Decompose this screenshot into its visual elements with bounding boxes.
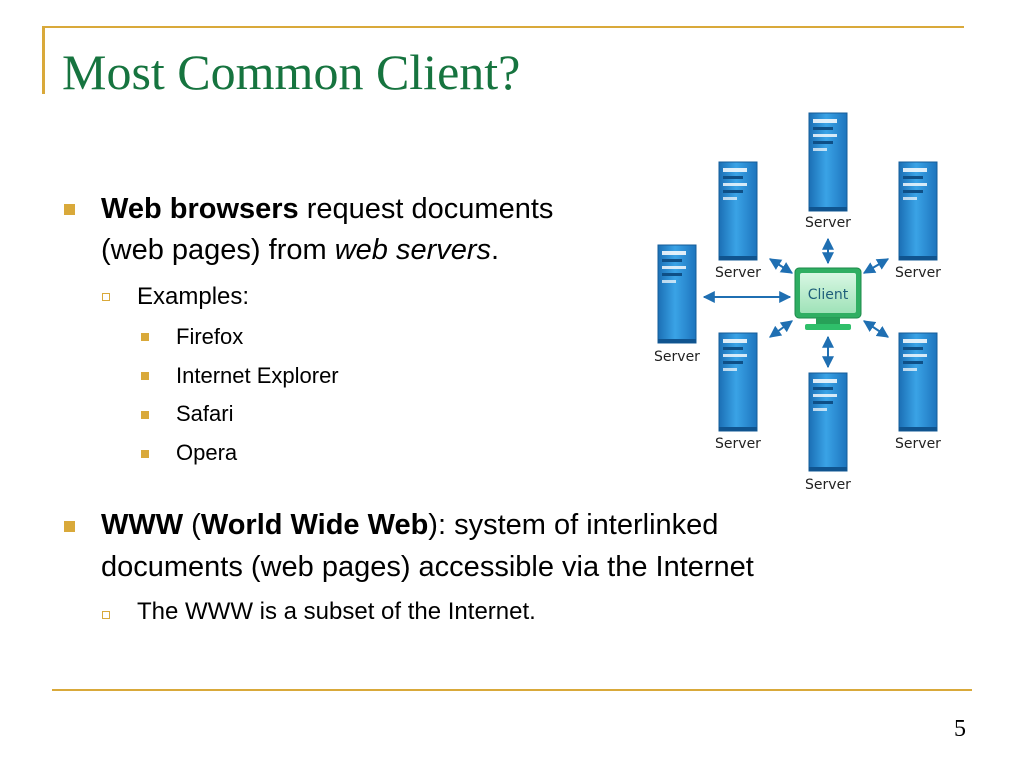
- sub-bullet-hollow-square: [102, 293, 110, 301]
- web-browsers-text-2: (web pages) from: [101, 234, 335, 266]
- example-item: Firefox: [176, 324, 244, 349]
- server-label: Server: [654, 349, 700, 365]
- title-frame-vertical: [42, 26, 45, 94]
- client-monitor-icon: [794, 267, 862, 330]
- sub-bullet-hollow-square: [102, 611, 110, 619]
- sub-sub-bullet: [141, 450, 149, 458]
- server-icon: [718, 161, 758, 261]
- world-wide-web-bold: World Wide Web: [200, 509, 429, 541]
- server-icon: [808, 372, 848, 472]
- examples-label: Examples:: [137, 283, 250, 310]
- web-servers-italic: web servers: [334, 234, 492, 266]
- www-text-1: (: [183, 509, 201, 541]
- www-subset-note: The WWW is a subset of the Internet.: [137, 598, 536, 625]
- server-label: Server: [805, 477, 851, 493]
- bullet-web-browsers-line2: (web pages) from web servers.: [101, 231, 499, 269]
- web-browsers-text-3: .: [491, 234, 500, 266]
- sub-sub-bullet: [141, 372, 149, 380]
- server-icon: [898, 332, 938, 432]
- connection-arrows: [702, 237, 890, 369]
- client-server-diagram: Server Server Server Server Server Serve…: [654, 112, 941, 493]
- footer-rule: [52, 689, 972, 691]
- sub-sub-bullet: [141, 411, 149, 419]
- server-icon: [657, 244, 697, 344]
- slide-title: Most Common Client?: [62, 44, 521, 100]
- example-item: Safari: [176, 401, 234, 426]
- www-bold: WWW: [101, 509, 184, 541]
- server-label: Server: [715, 436, 761, 452]
- bullet-www-line2: documents (web pages) accessible via the…: [101, 551, 754, 583]
- client-label: Client: [808, 287, 849, 303]
- title-frame-horizontal: [42, 26, 964, 28]
- bullet-square: [64, 204, 75, 215]
- server-label: Server: [805, 215, 851, 231]
- page-number: 5: [954, 716, 966, 742]
- bullet-www-line1: WWW (World Wide Web): system of interlin…: [101, 506, 718, 544]
- server-icon: [898, 161, 938, 261]
- server-label: Server: [895, 265, 941, 281]
- server-icon: [718, 332, 758, 432]
- web-browsers-text-1: request documents: [298, 193, 554, 225]
- www-text-2: ): system of interlinked: [428, 509, 719, 541]
- bullet-web-browsers-line1: Web browsers request documents: [101, 190, 553, 228]
- server-label: Server: [715, 265, 761, 281]
- server-label: Server: [895, 436, 941, 452]
- bullet-square: [64, 521, 75, 532]
- example-item: Opera: [176, 440, 238, 465]
- server-icon: [808, 112, 848, 212]
- example-item: Internet Explorer: [176, 363, 339, 388]
- web-browsers-bold: Web browsers: [101, 193, 299, 225]
- sub-sub-bullet: [141, 333, 149, 341]
